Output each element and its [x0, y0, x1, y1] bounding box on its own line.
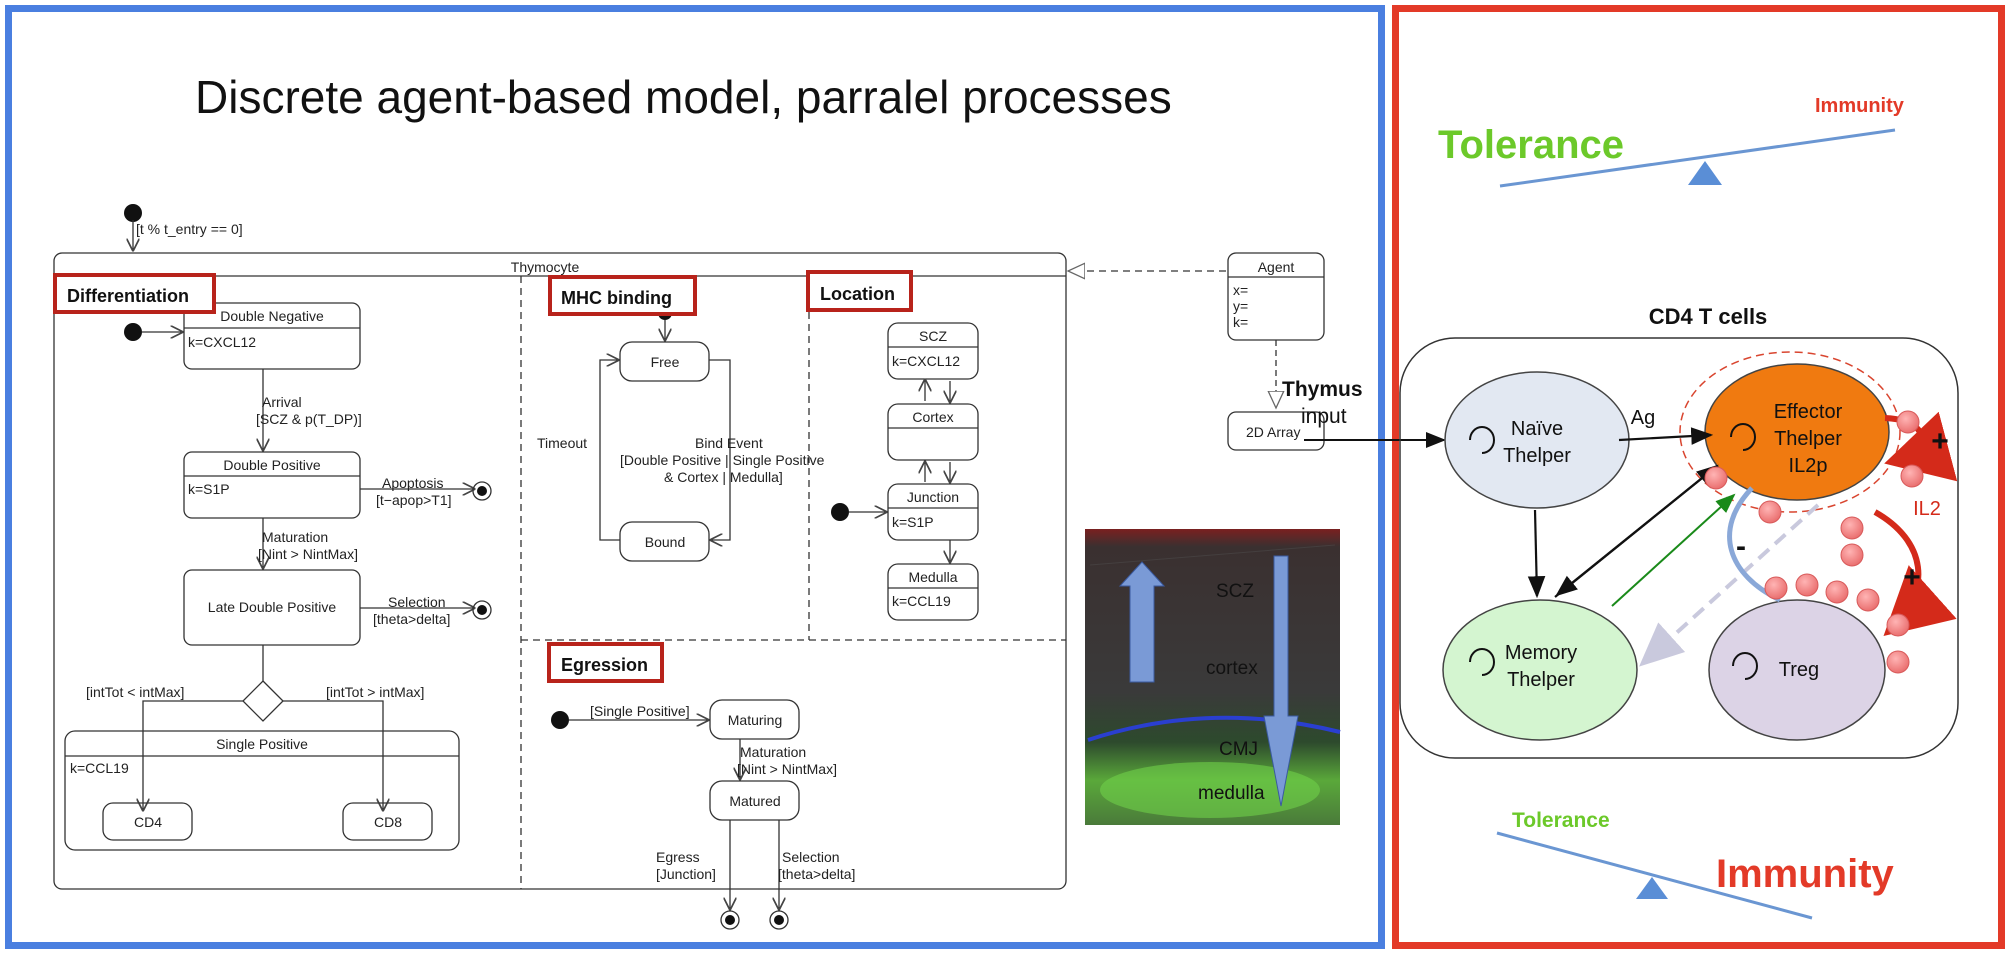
cmj-label: CMJ [1219, 739, 1258, 760]
memory-label-1: Memory [1505, 642, 1577, 664]
effector-label-1: Effector [1774, 401, 1843, 423]
treg-label: Treg [1779, 659, 1819, 681]
medulla-label: medulla [1198, 783, 1265, 804]
junction-state: Junction [907, 489, 959, 505]
array-state: 2D Array [1246, 424, 1300, 440]
cell-network [1442, 351, 1958, 741]
medulla-state: Medulla [908, 569, 957, 585]
free-state: Free [651, 354, 680, 370]
differentiation-header: Differentiation [67, 286, 189, 306]
maturing-state: Maturing [728, 712, 782, 728]
cortex-label: cortex [1206, 658, 1258, 679]
arrival-label: Arrival [262, 394, 302, 410]
egress-guard: [Junction] [656, 866, 716, 882]
cortex-state: Cortex [912, 409, 953, 425]
tolerance-bottom: Tolerance [1512, 809, 1610, 832]
section-headers [53, 270, 913, 683]
ag-label: Ag [1631, 407, 1655, 429]
thymus-input-label-1: Thymus [1282, 378, 1363, 401]
agent-k: k= [1233, 314, 1248, 330]
scz-k: k=CXCL12 [892, 353, 960, 369]
tolerance-top: Tolerance [1438, 123, 1624, 167]
entry-guard: [t % t_entry == 0] [136, 221, 243, 237]
double-negative-label: Double Negative [220, 308, 324, 324]
egression-selection: Selection [782, 849, 840, 865]
memory-label-2: Thelper [1507, 669, 1575, 691]
plus-sign-2: + [1903, 561, 1921, 594]
apoptosis-label: Apoptosis [382, 475, 443, 491]
double-negative-k: k=CXCL12 [188, 334, 256, 350]
left-panel [5, 5, 1385, 949]
matured-state: Matured [729, 793, 780, 809]
agent-y: y= [1233, 298, 1248, 314]
egression-maturation: Maturation [740, 744, 806, 760]
maturation-label: Maturation [262, 529, 328, 545]
mhc-header: MHC binding [561, 288, 672, 308]
int-gt-guard: [intTot > intMax] [326, 684, 424, 700]
apoptosis-guard: [t−apop>T1] [376, 492, 452, 508]
thymocyte-label: Thymocyte [511, 259, 580, 275]
page-title: Discrete agent-based model, parralel pro… [195, 71, 1172, 123]
double-positive-k: k=S1P [188, 481, 230, 497]
immunity-bottom: Immunity [1716, 852, 1895, 896]
cd4-title: CD4 T cells [1649, 304, 1768, 329]
egression-maturation-guard: [Nint > NintMax] [737, 761, 837, 777]
bind-event-guard-2: & Cortex | Medulla] [664, 469, 783, 485]
bound-state: Bound [645, 534, 685, 550]
agent-title: Agent [1258, 259, 1295, 275]
egression-selection-guard: [theta>delta] [778, 866, 855, 882]
single-positive-k: k=CCL19 [70, 760, 129, 776]
right-panel [1392, 5, 2005, 949]
maturation-guard: [Nint > NintMax] [258, 546, 358, 562]
scz-label: SCZ [1216, 581, 1254, 602]
selection-guard: [theta>delta] [373, 611, 450, 627]
naive-label-2: Thelper [1503, 445, 1571, 467]
effector-label-3: IL2p [1789, 455, 1828, 477]
cd8-state: CD8 [374, 814, 402, 830]
arrival-guard: [SCZ & p(T_DP)] [256, 411, 362, 427]
timeout-label: Timeout [537, 435, 587, 451]
junction-k: k=S1P [892, 514, 934, 530]
thymus-input-label-2: input [1301, 405, 1347, 428]
bind-event-guard-1: [Double Positive | Single Positive [620, 452, 825, 468]
cd4-box [1399, 337, 1959, 759]
seesaw-bottom: Tolerance Immunity [1496, 809, 1895, 920]
scz-state: SCZ [919, 328, 947, 344]
seesaw-top: Tolerance Immunity [1438, 95, 1905, 188]
egress-label: Egress [656, 849, 700, 865]
thymus-image: SCZ cortex CMJ medulla [1085, 529, 1341, 825]
agent-x: x= [1233, 282, 1248, 298]
minus-sign: - [1736, 530, 1746, 563]
bind-event-label: Bind Event [695, 435, 763, 451]
medulla-k: k=CCL19 [892, 593, 951, 609]
naive-label-1: Naïve [1511, 418, 1563, 440]
effector-label-2: Thelper [1774, 428, 1842, 450]
egression-guard: [Single Positive] [590, 703, 690, 719]
il2-label: IL2 [1913, 498, 1941, 520]
late-double-positive-label: Late Double Positive [208, 599, 337, 615]
immunity-top: Immunity [1815, 95, 1905, 117]
double-positive-label: Double Positive [223, 457, 320, 473]
selection-label: Selection [388, 594, 446, 610]
location-header: Location [820, 284, 895, 304]
plus-sign-1: + [1931, 425, 1949, 458]
single-positive-label: Single Positive [216, 736, 308, 752]
cd4-state: CD4 [134, 814, 162, 830]
egression-header: Egression [561, 655, 648, 675]
int-lt-guard: [intTot < intMax] [86, 684, 184, 700]
